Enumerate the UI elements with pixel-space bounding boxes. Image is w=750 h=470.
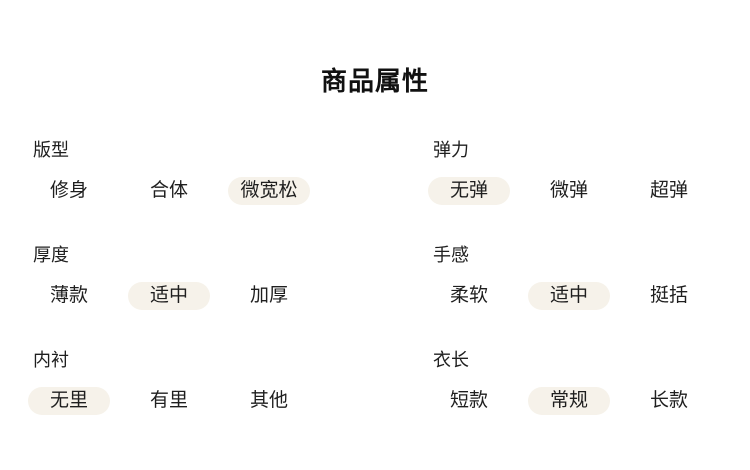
attribute-group-label: 弹力: [433, 140, 469, 160]
option-pill[interactable]: 适中: [128, 282, 210, 310]
option-row: 无弹 微弹 超弹: [428, 177, 750, 205]
option-pill[interactable]: 短款: [449, 390, 488, 411]
attribute-group-label: 衣长: [433, 350, 469, 370]
page-title: 商品属性: [320, 66, 429, 96]
option-row: 修身 合体 微宽松: [28, 177, 428, 205]
option-pill[interactable]: 合体: [149, 180, 188, 201]
option-pill[interactable]: 超弹: [649, 180, 688, 201]
attribute-group-lining: 内衬 无里 有里 其他: [28, 349, 428, 454]
option-pill[interactable]: 微宽松: [228, 177, 310, 205]
attribute-group-hand-feel: 手感 柔软 适中 挺括: [428, 244, 750, 349]
attribute-group-fit: 版型 修身 合体 微宽松: [28, 139, 428, 244]
option-pill[interactable]: 有里: [149, 390, 188, 411]
option-pill[interactable]: 修身: [49, 180, 88, 201]
option-row: 柔软 适中 挺括: [428, 282, 750, 310]
attribute-group-elasticity: 弹力 无弹 微弹 超弹: [428, 139, 750, 244]
option-pill[interactable]: 常规: [528, 387, 610, 415]
option-row: 短款 常规 长款: [428, 387, 750, 415]
attribute-group-label: 内衬: [33, 350, 69, 370]
attribute-group-label: 版型: [33, 140, 69, 160]
attribute-group-label: 厚度: [33, 245, 69, 265]
option-pill[interactable]: 适中: [528, 282, 610, 310]
option-row: 无里 有里 其他: [28, 387, 428, 415]
option-row: 薄款 适中 加厚: [28, 282, 428, 310]
option-pill[interactable]: 其他: [249, 390, 288, 411]
option-pill[interactable]: 加厚: [249, 285, 288, 306]
option-pill[interactable]: 无里: [28, 387, 110, 415]
option-pill[interactable]: 薄款: [49, 285, 88, 306]
attribute-group-label: 手感: [433, 245, 469, 265]
attribute-groups-grid: 版型 修身 合体 微宽松 弹力 无弹 微弹 超弹 厚度 薄款 适中 加厚: [28, 139, 750, 454]
option-pill[interactable]: 柔软: [449, 285, 488, 306]
option-pill[interactable]: 微弹: [549, 180, 588, 201]
attribute-group-garment-length: 衣长 短款 常规 长款: [428, 349, 750, 454]
attribute-group-thickness: 厚度 薄款 适中 加厚: [28, 244, 428, 349]
option-pill[interactable]: 挺括: [649, 285, 688, 306]
option-pill[interactable]: 无弹: [428, 177, 510, 205]
option-pill[interactable]: 长款: [649, 390, 688, 411]
